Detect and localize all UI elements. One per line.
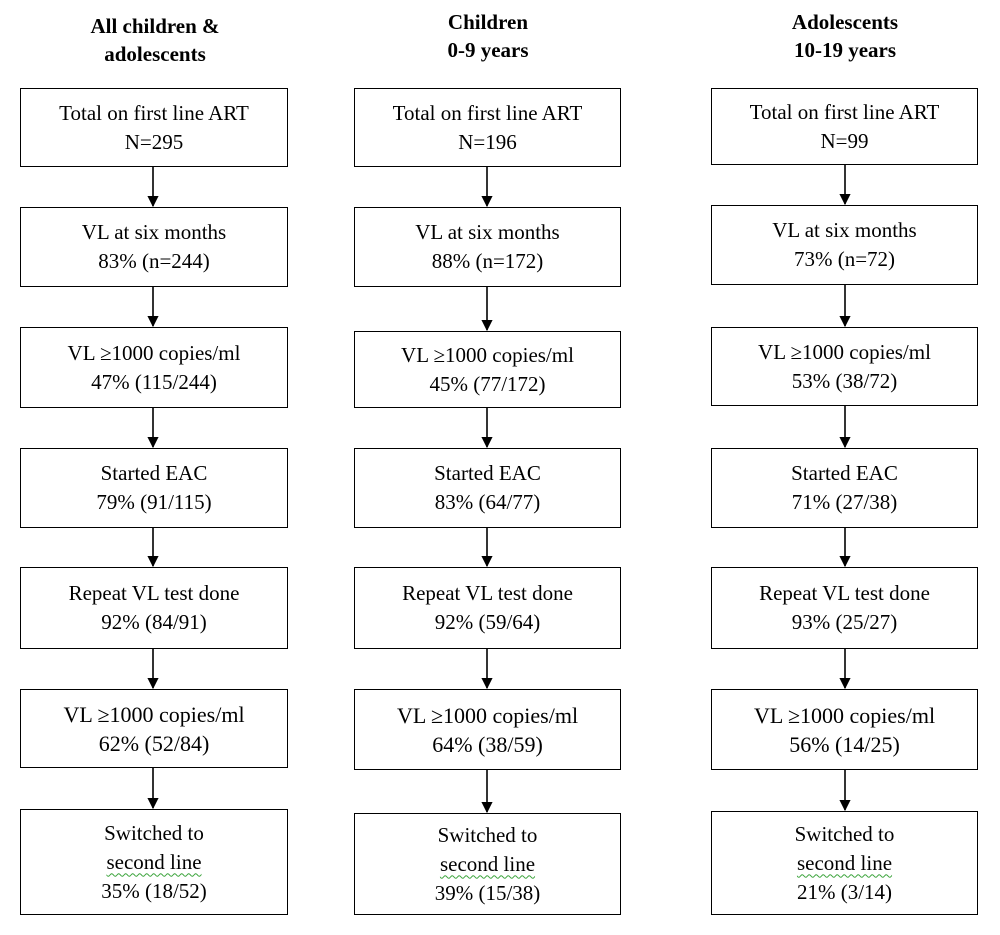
box-line: 62% (52/84) [98,730,210,756]
column-title-line: 0-9 years [447,38,529,62]
column-title-adolescents: Adolescents 10-19 years [725,8,965,64]
box-line: 73% (n=72) [793,247,896,271]
box-line: N=295 [124,129,184,154]
box-line: 45% (77/172) [429,371,546,396]
box-line: VL ≥1000 copies/ml [63,701,245,727]
box-line: VL at six months [81,220,227,244]
box-line: second line [106,849,202,874]
box-line: 93% (25/27) [791,610,898,634]
box-line: N=99 [820,128,869,153]
box-line: 56% (14/25) [789,731,900,757]
box-line: Repeat VL test done [68,581,240,605]
box-line: Switched to [104,820,204,845]
box-line: 79% (91/115) [96,490,212,514]
box-line: 47% (115/244) [91,369,217,394]
column-title-line: Children [447,10,529,34]
box-line: Started EAC [791,461,898,485]
box-line: Repeat VL test done [402,581,573,605]
box-repeat-vl-1000-all: VL ≥1000 copies/ml 62% (52/84) [20,689,288,768]
column-title-children: Children 0-9 years [368,8,608,64]
box-line: VL at six months [772,218,917,242]
box-line: Switched to [794,821,895,846]
box-line: Started EAC [100,461,208,485]
box-vl-1000-all: VL ≥1000 copies/ml 47% (115/244) [20,327,288,408]
box-line: VL ≥1000 copies/ml [401,342,574,367]
column-title-line: adolescents [104,42,206,66]
column-title-line: 10-19 years [793,38,897,62]
box-started-eac-all: Started EAC 79% (91/115) [20,448,288,528]
box-line: 21% (3/14) [796,879,893,904]
box-line: Started EAC [434,461,541,485]
box-repeat-vl-adolescents: Repeat VL test done 93% (25/27) [711,567,978,649]
box-line: Total on first line ART [749,99,940,124]
box-line: 35% (18/52) [101,878,207,903]
box-started-eac-adolescents: Started EAC 71% (27/38) [711,448,978,528]
box-line: 83% (64/77) [434,490,541,514]
column-title-all: All children & adolescents [35,12,275,68]
box-switched-adolescents: Switched to second line 21% (3/14) [711,811,978,915]
box-line: 64% (38/59) [432,731,543,757]
box-line: 71% (27/38) [791,490,898,514]
box-line: 88% (n=172) [431,249,544,273]
box-line: 53% (38/72) [791,368,898,393]
box-line: VL ≥1000 copies/ml [753,702,936,728]
box-line: Total on first line ART [59,100,249,125]
column-title-line: All children & [90,14,220,38]
box-repeat-vl-children: Repeat VL test done 92% (59/64) [354,567,621,649]
box-line: 83% (n=244) [98,249,210,273]
box-line: N=196 [458,129,517,154]
box-line: VL ≥1000 copies/ml [396,702,579,728]
box-line: 92% (59/64) [434,610,541,634]
box-repeat-vl-1000-children: VL ≥1000 copies/ml 64% (38/59) [354,689,621,770]
box-line: VL at six months [415,220,560,244]
box-line: 39% (15/38) [434,880,541,905]
box-line: VL ≥1000 copies/ml [758,339,931,364]
box-line: second line [439,851,536,876]
box-vl-six-months-adolescents: VL at six months 73% (n=72) [711,205,978,285]
box-line: VL ≥1000 copies/ml [67,340,241,365]
box-vl-1000-children: VL ≥1000 copies/ml 45% (77/172) [354,331,621,408]
box-total-first-line-all: Total on first line ART N=295 [20,88,288,167]
box-line: Repeat VL test done [759,581,930,605]
box-total-first-line-children: Total on first line ART N=196 [354,88,621,167]
box-line: second line [796,850,893,875]
column-title-line: Adolescents [791,10,899,34]
box-started-eac-children: Started EAC 83% (64/77) [354,448,621,528]
box-line: Total on first line ART [392,100,583,125]
box-switched-children: Switched to second line 39% (15/38) [354,813,621,915]
box-line: Switched to [437,822,538,847]
box-vl-six-months-all: VL at six months 83% (n=244) [20,207,288,287]
box-switched-all: Switched to second line 35% (18/52) [20,809,288,915]
box-line: 92% (84/91) [101,610,207,634]
box-vl-1000-adolescents: VL ≥1000 copies/ml 53% (38/72) [711,327,978,406]
box-vl-six-months-children: VL at six months 88% (n=172) [354,207,621,287]
box-repeat-vl-all: Repeat VL test done 92% (84/91) [20,567,288,649]
box-repeat-vl-1000-adolescents: VL ≥1000 copies/ml 56% (14/25) [711,689,978,770]
box-total-first-line-adolescents: Total on first line ART N=99 [711,88,978,165]
